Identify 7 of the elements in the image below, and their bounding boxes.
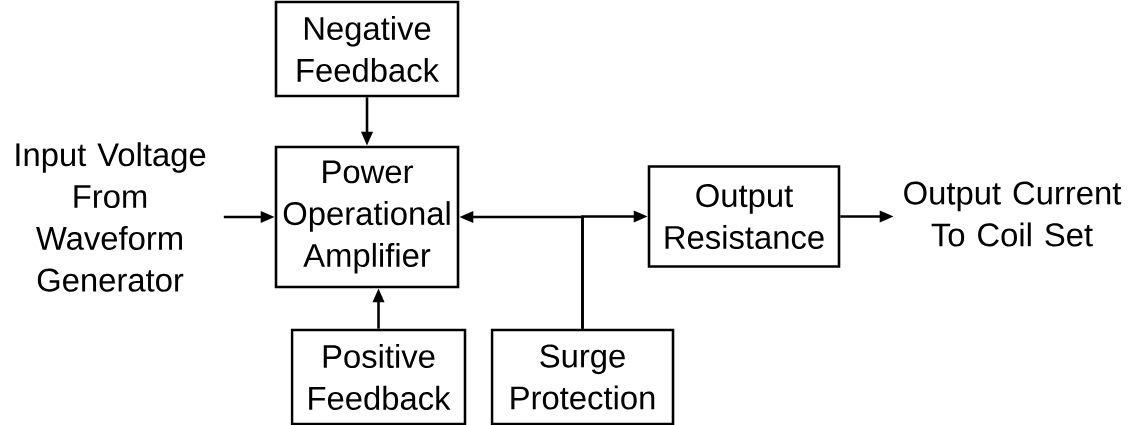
process-box: Output Resistance [647,165,841,268]
process-box: Negative Feedback [274,0,460,98]
output-label: Output Current To Coil Set [904,181,1122,247]
process-box: Positive Feedback [290,328,467,425]
process-box: Surge Protection [490,328,675,425]
input-label: Input Voltage From Waveform Generator [16,142,206,292]
process-box: Power Operational Amplifier [274,145,460,289]
